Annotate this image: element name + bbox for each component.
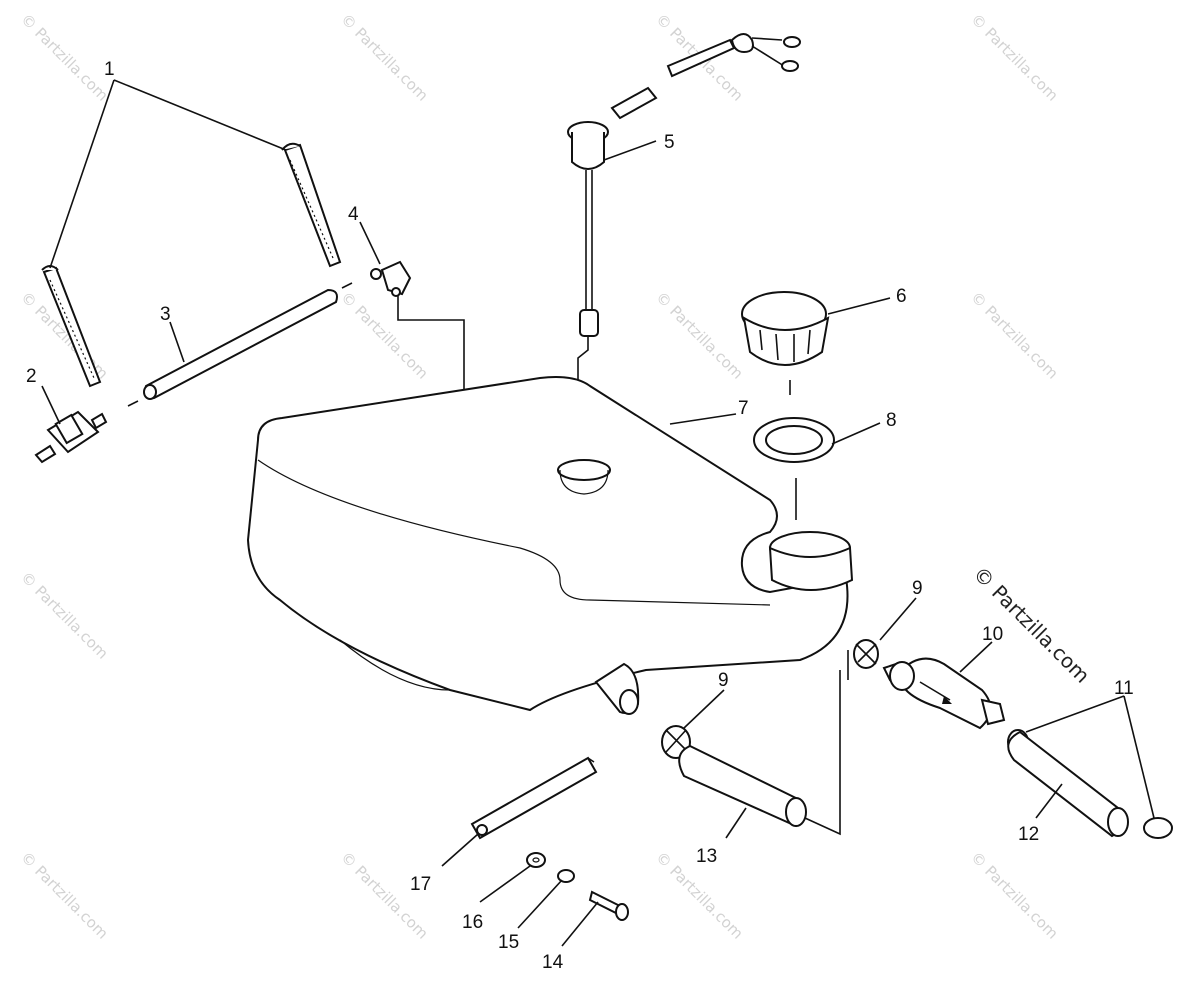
bracket-part-17 <box>470 756 598 840</box>
callout-2: 2 <box>26 366 37 387</box>
fuel-filter-part-10 <box>882 657 1006 730</box>
washer-part-16 <box>526 852 546 868</box>
fuel-gauge-part-5 <box>567 33 801 460</box>
hose-clamp-part-9-a <box>847 639 879 680</box>
callout-11: 11 <box>1114 678 1134 699</box>
vent-fitting-part-2 <box>34 410 108 464</box>
watermark: © Partzilla.com <box>967 10 1062 105</box>
watermark: © Partzilla.com <box>967 848 1062 943</box>
fuel-cap-part-6 <box>741 291 830 395</box>
watermark: © Partzilla.com <box>17 10 112 105</box>
callout-13: 13 <box>696 846 717 867</box>
callout-5: 5 <box>664 132 675 153</box>
callout-16: 16 <box>462 912 483 933</box>
callout-labels: 1 2 3 4 5 6 7 8 9 9 10 11 12 13 14 15 16… <box>26 59 1134 973</box>
fuel-tank-part-7 <box>246 376 854 715</box>
strap-part-1 <box>41 142 342 388</box>
lock-washer-part-15 <box>557 869 575 883</box>
callout-4: 4 <box>348 204 359 225</box>
gasket-part-8 <box>753 417 835 520</box>
watermark: © Partzilla.com <box>652 288 747 383</box>
rod-part-3 <box>127 282 353 407</box>
leader-lines <box>41 79 1155 947</box>
callout-1: 1 <box>104 59 115 80</box>
callout-15: 15 <box>498 932 519 953</box>
callout-9-a: 9 <box>912 578 923 599</box>
callout-7: 7 <box>738 398 749 419</box>
watermark: © Partzilla.com <box>967 288 1062 383</box>
fuel-hose-part-13 <box>678 670 841 836</box>
watermark: © Partzilla.com <box>337 288 432 383</box>
callout-9-b: 9 <box>718 670 729 691</box>
callout-8: 8 <box>886 410 897 431</box>
watermark: © Partzilla.com <box>17 848 112 943</box>
watermark: © Partzilla.com <box>17 568 112 663</box>
callout-3: 3 <box>160 304 171 325</box>
watermark: © Partzilla.com <box>337 848 432 943</box>
callout-6: 6 <box>896 286 907 307</box>
callout-14: 14 <box>542 952 564 973</box>
watermark: © Partzilla.com <box>337 10 432 105</box>
callout-12: 12 <box>1018 824 1039 845</box>
screw-part-14 <box>588 890 629 921</box>
fuel-hose-part-12 <box>1007 730 1129 838</box>
callout-17: 17 <box>410 874 431 895</box>
callout-10: 10 <box>982 624 1003 645</box>
